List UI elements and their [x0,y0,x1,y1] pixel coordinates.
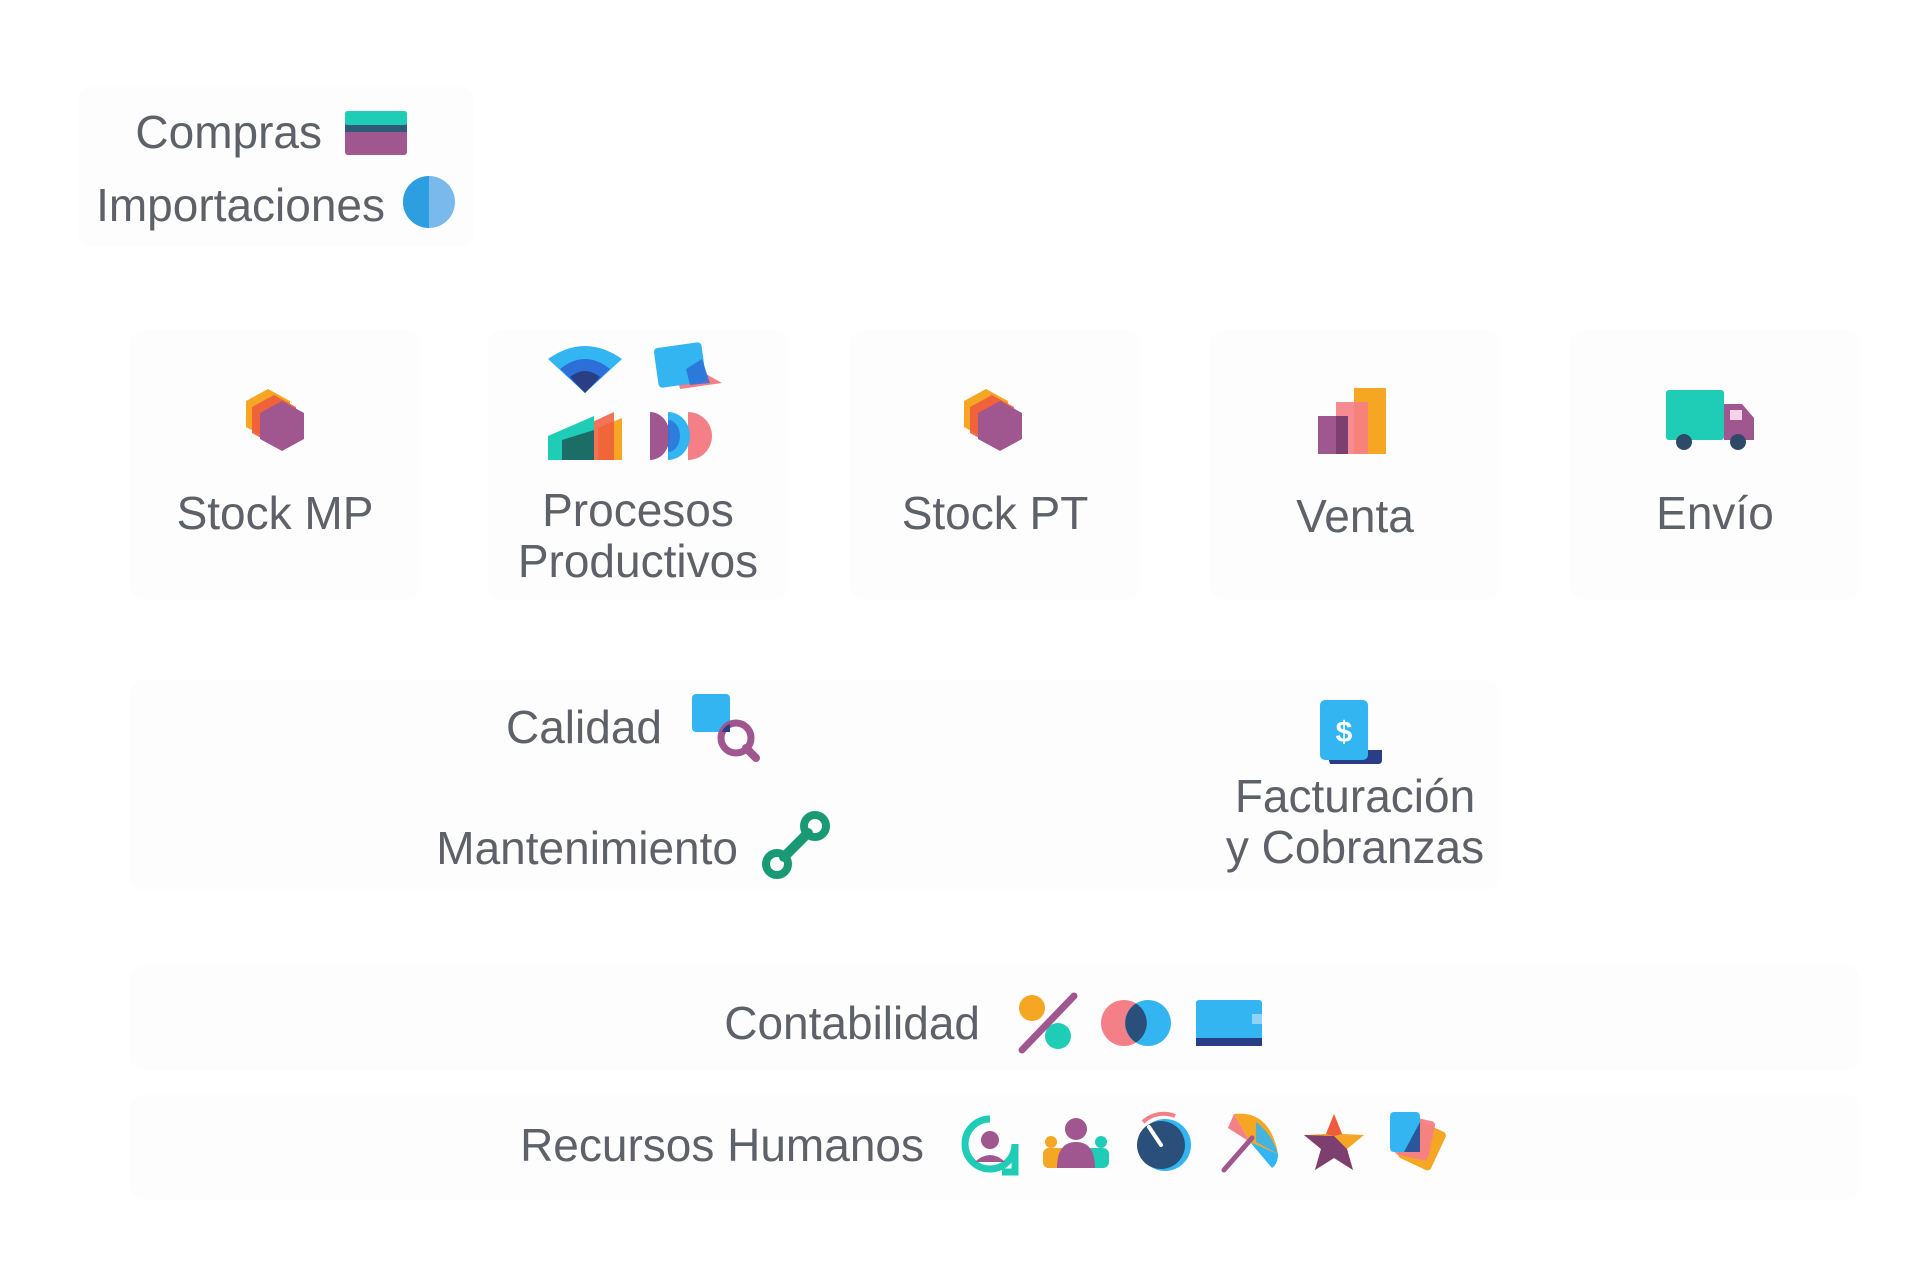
stock-box-icon [964,389,1022,451]
calidad-label: Calidad [506,701,662,753]
stock-mp-panel [130,330,420,600]
rrhh-panel [130,1095,1860,1200]
tickets-icon [650,342,722,391]
wifi-icon [548,345,622,393]
cards-icon [1390,1112,1448,1172]
d-shapes-icon [650,412,722,460]
contabilidad-label: Contabilidad [724,997,980,1049]
umbrella-icon [1220,1113,1278,1173]
purchasing-panel [78,86,474,246]
team-icon [1043,1118,1109,1168]
credit-card-icon [345,111,407,155]
chain-link-icon [762,811,830,879]
facturacion-label-1: Facturación [1234,770,1476,822]
invoice-dollar-text: $ [1336,716,1353,749]
venta-label: Venta [1296,490,1414,542]
search-quality-icon [692,694,760,762]
facturacion-label-2: y Cobranzas [1225,821,1485,873]
envio-label: Envío [1656,487,1774,539]
compras-label: Compras [135,106,322,158]
factory-icon [548,410,622,460]
stock-box-icon [246,389,304,451]
procesos-label-2: Productivos [517,535,759,587]
venta-panel [1210,330,1500,600]
timer-icon [1135,1111,1191,1172]
globe-icon [403,176,455,228]
wallet-icon [1196,1000,1262,1046]
stock-pt-label: Stock PT [901,487,1089,539]
star-icon [1304,1114,1364,1172]
recursos-humanos-label: Recursos Humanos [520,1119,924,1171]
percent-icon [1018,992,1078,1054]
bar-chart-icon [1318,388,1386,454]
truck-icon [1666,390,1754,452]
contabilidad-panel [130,965,1860,1070]
overlapping-circles-icon [1101,1000,1171,1046]
calidad-panel [130,680,1230,890]
mantenimiento-label: Mantenimiento [436,822,738,874]
importaciones-label: Importaciones [96,179,385,231]
user-search-icon [961,1115,1019,1176]
procesos-label-1: Procesos [542,484,734,536]
invoice-icon: $ [1320,700,1382,764]
procesos-panel [488,330,788,600]
stock-mp-label: Stock MP [176,487,374,539]
envio-panel [1570,330,1860,600]
stock-pt-panel [850,330,1140,600]
